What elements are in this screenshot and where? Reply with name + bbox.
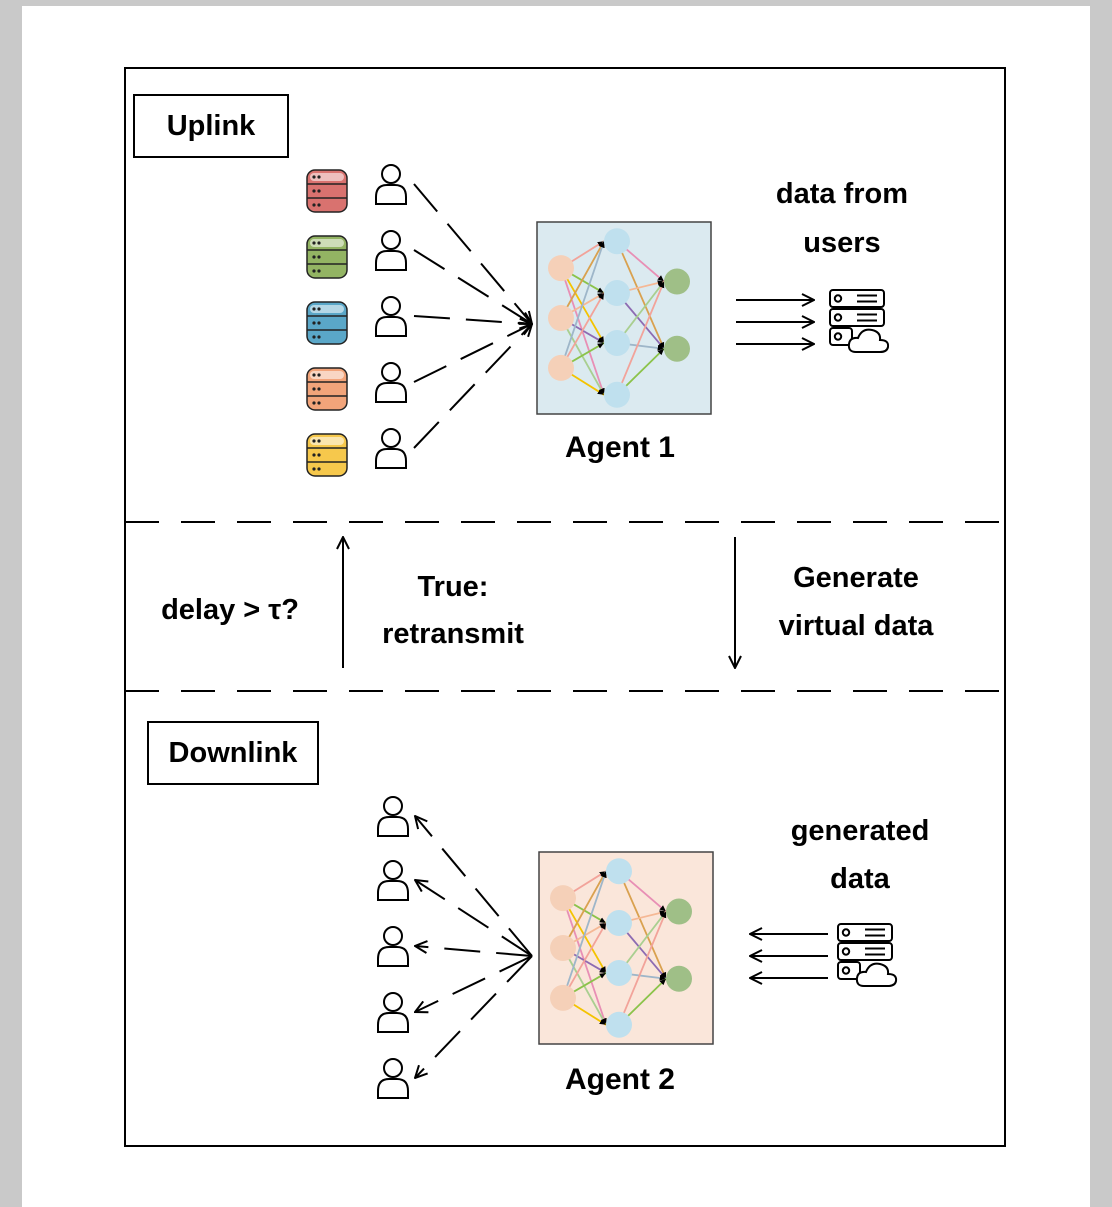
user-icon — [377, 796, 409, 837]
network-edge — [562, 870, 607, 999]
network-edge — [560, 240, 605, 369]
uplink-arrow — [413, 249, 532, 324]
network-edge — [560, 292, 605, 369]
user-icon — [377, 926, 409, 967]
agent-2-neural-network — [550, 858, 692, 1038]
uplink-label-box: Uplink — [133, 94, 289, 158]
virtual-data-label: virtual data — [779, 610, 935, 642]
database-icon — [306, 169, 348, 213]
network-edge — [618, 911, 667, 1026]
server-cloud-icon — [829, 289, 890, 353]
user-icon — [375, 428, 407, 469]
hidden-node — [606, 910, 632, 937]
true-label: True: — [418, 571, 489, 603]
input-node — [548, 354, 574, 381]
output-node — [664, 268, 690, 295]
downlink-arrow — [415, 955, 533, 1078]
downlink-server-caption-line2: data — [830, 863, 891, 895]
network-edge — [562, 922, 607, 999]
network-edge — [560, 240, 605, 319]
input-node — [550, 885, 576, 912]
user-icon — [375, 296, 407, 337]
hidden-node — [606, 1011, 632, 1038]
hidden-node — [604, 228, 630, 255]
network-edge — [562, 870, 607, 949]
database-icon — [306, 301, 348, 345]
input-node — [548, 305, 574, 331]
input-node — [550, 935, 576, 961]
generate-label: Generate — [793, 562, 919, 594]
uplink-server-caption-line2: users — [803, 227, 880, 259]
agent-1-neural-network — [548, 228, 690, 408]
uplink-downlink-diagram: Uplink Downlink Agent 1 data from users … — [124, 67, 1006, 1147]
uplink-arrow — [413, 324, 532, 449]
outer-frame — [124, 67, 1006, 1147]
downlink-arrow — [415, 816, 533, 957]
downlink-arrow — [415, 946, 533, 957]
input-node — [550, 984, 576, 1011]
output-node — [664, 335, 690, 362]
network-edge — [616, 240, 665, 350]
uplink-users — [375, 164, 407, 469]
hidden-node — [606, 959, 632, 986]
uplink-server-caption-line1: data from — [776, 178, 908, 210]
downlink-label: Downlink — [169, 737, 299, 769]
user-icon — [377, 860, 409, 901]
network-edge — [616, 281, 665, 396]
agent-1-label: Agent 1 — [565, 431, 675, 464]
page-sheet: Uplink Downlink Agent 1 data from users … — [22, 6, 1090, 1207]
delay-condition: delay > τ? — [161, 594, 299, 626]
uplink-arrow — [413, 324, 532, 383]
database-icon — [306, 367, 348, 411]
uplink-server-arrows — [736, 300, 814, 344]
downlink-users — [377, 796, 409, 1099]
hidden-node — [604, 280, 630, 307]
database-icon — [306, 235, 348, 279]
downlink-arrow — [415, 955, 533, 1012]
database-icon — [306, 433, 348, 477]
server-cloud-icon — [837, 923, 898, 987]
uplink-arrow — [413, 183, 532, 324]
downlink-arrow — [415, 880, 533, 957]
uplink-label: Uplink — [167, 110, 256, 142]
uplink-arrow — [413, 315, 532, 324]
user-icon — [375, 230, 407, 271]
downlink-server-caption-line1: generated — [791, 815, 930, 847]
hidden-node — [604, 329, 630, 356]
output-node — [666, 965, 692, 992]
network-edge — [618, 870, 667, 980]
output-node — [666, 898, 692, 925]
agent-2-label: Agent 2 — [565, 1063, 675, 1096]
user-icon — [377, 992, 409, 1033]
downlink-arrows — [415, 816, 533, 1078]
input-node — [548, 255, 574, 282]
retransmit-label: retransmit — [382, 618, 524, 650]
hidden-node — [604, 381, 630, 408]
user-icon — [377, 1058, 409, 1099]
user-icon — [375, 362, 407, 403]
uplink-databases — [306, 169, 348, 477]
downlink-label-box: Downlink — [147, 721, 319, 785]
downlink-server-arrows — [750, 934, 828, 978]
hidden-node — [606, 858, 632, 885]
user-icon — [375, 164, 407, 205]
uplink-arrows — [413, 183, 532, 449]
